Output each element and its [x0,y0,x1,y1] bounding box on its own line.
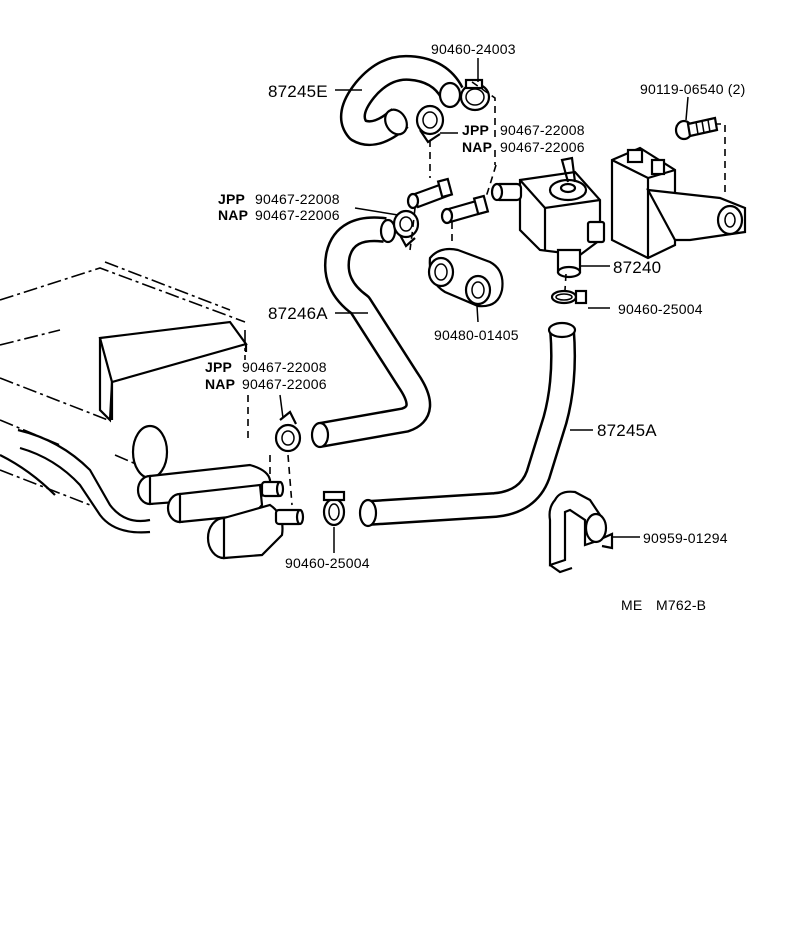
label-clamp-right: 90460-25004 [618,301,703,317]
label-clip-upper-nap-tag: NAP [462,139,492,155]
footer-prefix: ME [621,597,642,613]
grommet-90480-01405 [427,247,504,308]
valve-87240 [490,156,606,279]
label-clip-upper-jpp-tag: JPP [462,122,489,138]
leader-lines [279,58,689,553]
connector-tubes [406,177,490,225]
label-clip-mid-nap: 90467-22006 [255,207,340,223]
hose-87245e [339,54,464,146]
heater-box [98,320,248,423]
label-hose-87246a: 87246A [268,304,328,323]
label-clip-mid-nap-tag: NAP [218,207,248,223]
assembly-lines [247,81,567,506]
clip-mid [392,209,420,248]
part-labels: 90460-24003 87245E 90119-06540 (2) JPP 9… [205,41,745,613]
label-clamp-bracket: 90959-01294 [643,530,728,546]
label-clip-low-nap: 90467-22006 [242,376,327,392]
label-clip-mid-jpp-tag: JPP [218,191,245,207]
clamp-bracket-90959-01294 [548,490,614,574]
label-clip-low-nap-tag: NAP [205,376,235,392]
label-clamp-bottom: 90460-25004 [285,555,370,571]
label-clip-upper-nap: 90467-22006 [500,139,585,155]
footer-code: M762-B [656,597,706,613]
label-hose-87245a: 87245A [597,421,657,440]
hose-87245a [358,321,577,528]
clip-low [274,410,302,453]
hose-87246a [310,216,432,449]
clip-upper [415,104,445,144]
label-clip-low-jpp-tag: JPP [205,359,232,375]
label-clip-mid-jpp: 90467-22008 [255,191,340,207]
clamp-90460-24003 [459,78,491,112]
clamp-90460-25004-right [550,289,588,305]
clamp-90460-25004-bottom [322,490,346,527]
label-bolt: 90119-06540 (2) [640,81,745,97]
label-grommet: 90480-01405 [434,327,519,343]
label-clip-low-jpp: 90467-22008 [242,359,327,375]
actuator-bracket [610,123,747,260]
bolt-90119-06540 [674,116,719,141]
label-clip-upper-jpp: 90467-22008 [500,122,585,138]
label-hose-87245e: 87245E [268,82,328,101]
label-clamp-top: 90460-24003 [431,41,516,57]
label-valve-87240: 87240 [613,258,661,277]
heater-pipes [0,424,305,560]
